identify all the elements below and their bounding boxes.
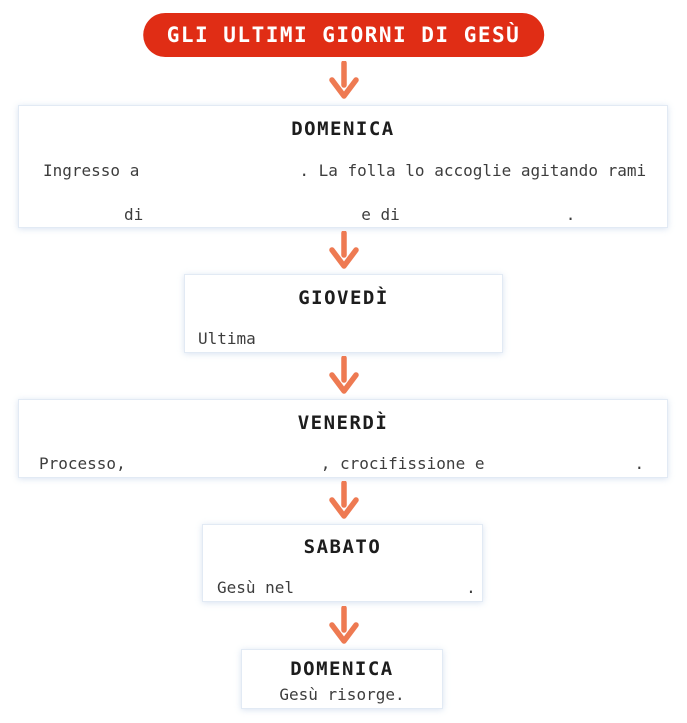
box-header: DOMENICA xyxy=(291,118,395,140)
body-text: . xyxy=(565,205,576,224)
down-arrow-icon xyxy=(329,606,359,644)
body-text: . La folla lo accoglie agitando rami xyxy=(299,161,647,180)
day-box-venerdi-2: VENERDÌ Processo, , crocifissione e. xyxy=(18,399,668,478)
fill-in-blank xyxy=(139,175,299,176)
title-pill: GLI ULTIMI GIORNI DI GESÙ xyxy=(142,13,545,57)
box-header: SABATO xyxy=(303,536,382,558)
box-body-line: Ingresso a . La folla lo accoglie agitand… xyxy=(19,160,667,182)
box-body-line: Gesù risorge. xyxy=(242,684,442,706)
day-box-domenica-0: DOMENICA Ingresso a . La folla lo accoglie… xyxy=(18,105,668,228)
fill-in-blank xyxy=(126,468,321,469)
body-text: Processo, xyxy=(39,454,126,473)
down-arrow-icon xyxy=(329,481,359,519)
box-body-line: Gesù nel. xyxy=(203,577,482,599)
body-text: Gesù risorge. xyxy=(279,685,405,704)
body-text: Ingresso a xyxy=(43,161,140,180)
box-body-line: Ultima xyxy=(185,328,502,350)
fill-in-blank xyxy=(143,219,361,220)
day-box-domenica-4: DOMENICA Gesù risorge. xyxy=(241,649,443,709)
box-header: DOMENICA xyxy=(290,658,394,680)
body-text: Gesù nel xyxy=(217,578,295,597)
day-box-sabato-3: SABATO Gesù nel. xyxy=(202,524,483,602)
box-header: VENERDÌ xyxy=(297,412,389,434)
fill-in-blank xyxy=(43,219,124,220)
day-box-giovedi-1: GIOVEDÌ Ultima xyxy=(184,274,503,353)
box-body-line: di e di. xyxy=(19,204,667,226)
body-text: . xyxy=(634,454,645,473)
down-arrow-icon xyxy=(329,356,359,394)
body-text: , crocifissione e xyxy=(320,454,485,473)
body-text: Ultima xyxy=(198,329,256,348)
title-text: GLI ULTIMI GIORNI DI GESÙ xyxy=(166,23,521,47)
box-body-line: Processo, , crocifissione e. xyxy=(19,453,667,475)
fill-in-blank xyxy=(400,219,566,220)
body-text: e di xyxy=(361,205,400,224)
down-arrow-icon xyxy=(329,231,359,269)
fill-in-blank xyxy=(294,592,466,593)
box-header: GIOVEDÌ xyxy=(298,287,389,309)
body-text: di xyxy=(124,205,144,224)
fill-in-blank xyxy=(484,468,634,469)
fill-in-blank xyxy=(256,343,436,344)
body-text: . xyxy=(466,578,476,597)
down-arrow-icon xyxy=(329,61,359,99)
